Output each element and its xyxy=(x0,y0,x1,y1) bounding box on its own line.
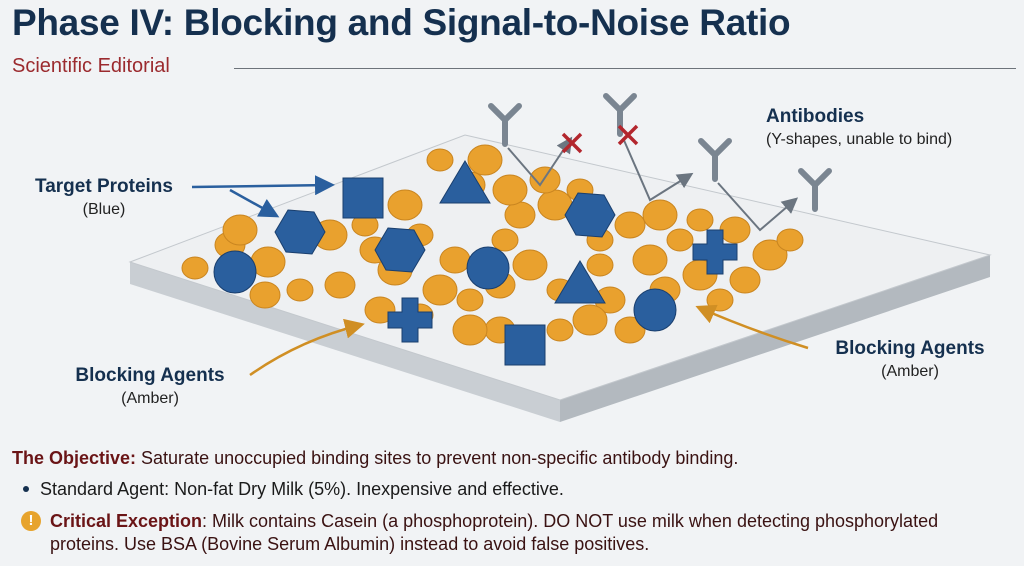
objective-label: The Objective: xyxy=(12,448,137,468)
blocking-agent-blob xyxy=(719,216,751,244)
target-protein-cube xyxy=(342,177,384,219)
critical-exception: ! Critical Exception: Milk contains Casei… xyxy=(21,510,1012,555)
antibody xyxy=(698,138,799,232)
target-protein-sphere xyxy=(466,246,510,290)
antibody xyxy=(603,93,694,202)
blocking-agent-blob xyxy=(181,256,209,280)
critical-text: : Milk contains Casein (a phosphoprotein… xyxy=(50,511,939,554)
antibody-y-icon xyxy=(698,138,732,182)
blocking-agent-blob xyxy=(706,288,734,312)
blocking-agent-blob xyxy=(456,288,484,312)
label-arrows xyxy=(191,175,809,377)
blocking-agent-blob xyxy=(426,148,454,172)
blocking-agent-blob xyxy=(529,166,561,194)
label-sub: (Amber) xyxy=(121,390,179,407)
blocking-agent-blob xyxy=(286,278,314,302)
target-protein-polyhedron xyxy=(374,227,426,273)
label-title: Blocking Agents xyxy=(75,365,225,386)
blocking-agent-blob xyxy=(222,214,258,246)
antibodies xyxy=(488,93,832,232)
antibody xyxy=(798,168,832,212)
blocking-agent-blob xyxy=(512,249,548,281)
blocking-agent-blob xyxy=(642,199,678,231)
blocking-agent-blob xyxy=(492,174,528,206)
blocking-agent-blob xyxy=(249,281,281,309)
notes: The Objective: Saturate unoccupied bindi… xyxy=(12,449,1012,555)
label-target-proteins: Target Proteins (Blue) xyxy=(14,176,194,219)
blocking-diagram xyxy=(128,93,992,422)
deflect-arrow xyxy=(507,136,573,187)
label-sub: (Amber) xyxy=(881,363,939,380)
antibody-y-icon xyxy=(488,103,522,147)
label-blocking-right: Blocking Agents (Amber) xyxy=(810,338,1010,381)
target-protein-polyhedron xyxy=(564,192,616,238)
label-blocking-left: Blocking Agents (Amber) xyxy=(50,365,250,408)
standard-agent-item: Standard Agent: Non-fat Dry Milk (5%). I… xyxy=(23,479,1012,499)
blocking-agent-blob xyxy=(752,239,788,271)
blocking-agents xyxy=(181,144,804,346)
antibody-y-icon xyxy=(603,93,637,137)
reject-x-icon xyxy=(617,124,639,146)
label-sub: (Y-shapes, unable to bind) xyxy=(766,131,953,148)
target-protein-cross xyxy=(692,229,738,275)
blocking-agent-blob xyxy=(686,208,714,232)
blocking-agent-blob xyxy=(572,304,608,336)
page-subtitle: Scientific Editorial xyxy=(12,55,170,77)
blocking-agent-blob xyxy=(586,253,614,277)
target-protein-cube xyxy=(504,324,546,366)
label-title: Antibodies xyxy=(766,106,865,127)
divider xyxy=(234,68,1016,69)
blocking-agent-blob xyxy=(666,228,694,252)
antibody xyxy=(488,103,573,187)
target-proteins xyxy=(213,160,738,366)
blocking-agent-blob xyxy=(632,244,668,276)
deflect-arrow xyxy=(622,137,694,202)
blocking-agent-blob xyxy=(729,266,761,294)
blocking-agent-blob xyxy=(504,201,536,229)
blocking-agent-blob xyxy=(452,314,488,346)
blocking-agent-blob xyxy=(546,318,574,342)
blocking-agent-blob xyxy=(614,316,646,344)
blocking-agent-blob xyxy=(776,228,804,252)
blocking-agent-blob xyxy=(467,144,503,176)
blocking-agent-blob xyxy=(614,211,646,239)
deflect-arrow xyxy=(717,182,799,232)
page-title: Phase IV: Blocking and Signal-to-Noise R… xyxy=(12,2,791,43)
blocking-agent-blob xyxy=(491,228,519,252)
target-protein-polyhedron xyxy=(274,209,326,255)
label-title: Target Proteins xyxy=(35,176,173,197)
antibody-y-icon xyxy=(798,168,832,212)
standard-agent-text: Standard Agent: Non-fat Dry Milk (5%). I… xyxy=(40,479,564,499)
label-antibodies: Antibodies (Y-shapes, unable to bind) xyxy=(766,106,952,149)
objective: The Objective: Saturate unoccupied bindi… xyxy=(12,449,1012,467)
target-protein-sphere xyxy=(633,288,677,332)
blocking-agent-blob xyxy=(387,189,423,221)
target-protein-cross xyxy=(387,297,433,343)
bullet-icon xyxy=(23,486,29,492)
blocking-agent-blob xyxy=(439,246,471,274)
target-protein-sphere xyxy=(213,250,257,294)
target-protein-pyramid xyxy=(439,160,491,204)
label-sub: (Blue) xyxy=(82,201,126,218)
warning-icon: ! xyxy=(21,511,41,531)
critical-label: Critical Exception xyxy=(50,511,203,531)
blocking-agent-blob xyxy=(422,274,458,306)
reject-x-icon xyxy=(561,132,583,154)
label-title: Blocking Agents xyxy=(835,338,985,359)
objective-text: Saturate unoccupied binding sites to pre… xyxy=(136,448,739,468)
target-protein-pyramid xyxy=(554,260,606,304)
blocking-agent-blob xyxy=(324,271,356,299)
